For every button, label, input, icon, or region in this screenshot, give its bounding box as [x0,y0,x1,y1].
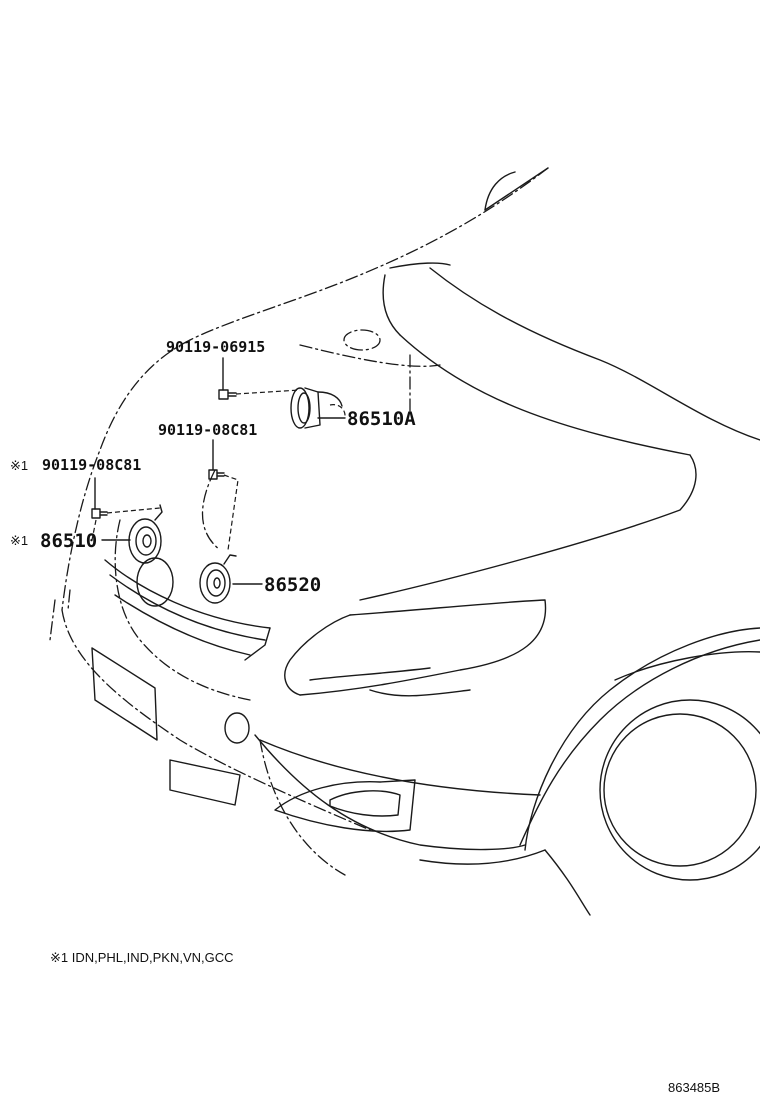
horn-left-mark: ※1 [10,533,28,548]
part-label-horn-left: 86510 [40,530,97,552]
part-label-horn-low: 86520 [264,574,321,596]
horn-86510a-icon [290,387,346,429]
footnote: ※1 IDN,PHL,IND,PKN,VN,GCC [50,950,234,965]
leader-lines [94,357,346,585]
bolt-upper-icon [218,389,301,400]
part-label-bolt-middle: 90119-08C81 [158,421,257,439]
phantom-lines [49,167,549,876]
part-label-bolt-upper: 90119-06915 [166,338,265,356]
car-body-outline [91,167,760,916]
horn-86520-icon [199,554,237,604]
horn-86510-icon [128,504,163,564]
part-label-horn-upper: 86510A [347,408,416,430]
bolt-middle-icon [208,469,239,551]
bolt-left-mark: ※1 [10,458,28,473]
bolt-left-icon [91,507,161,541]
diagram-reference: 863485B [668,1080,720,1095]
part-label-bolt-left: 90119-08C81 [42,456,141,474]
